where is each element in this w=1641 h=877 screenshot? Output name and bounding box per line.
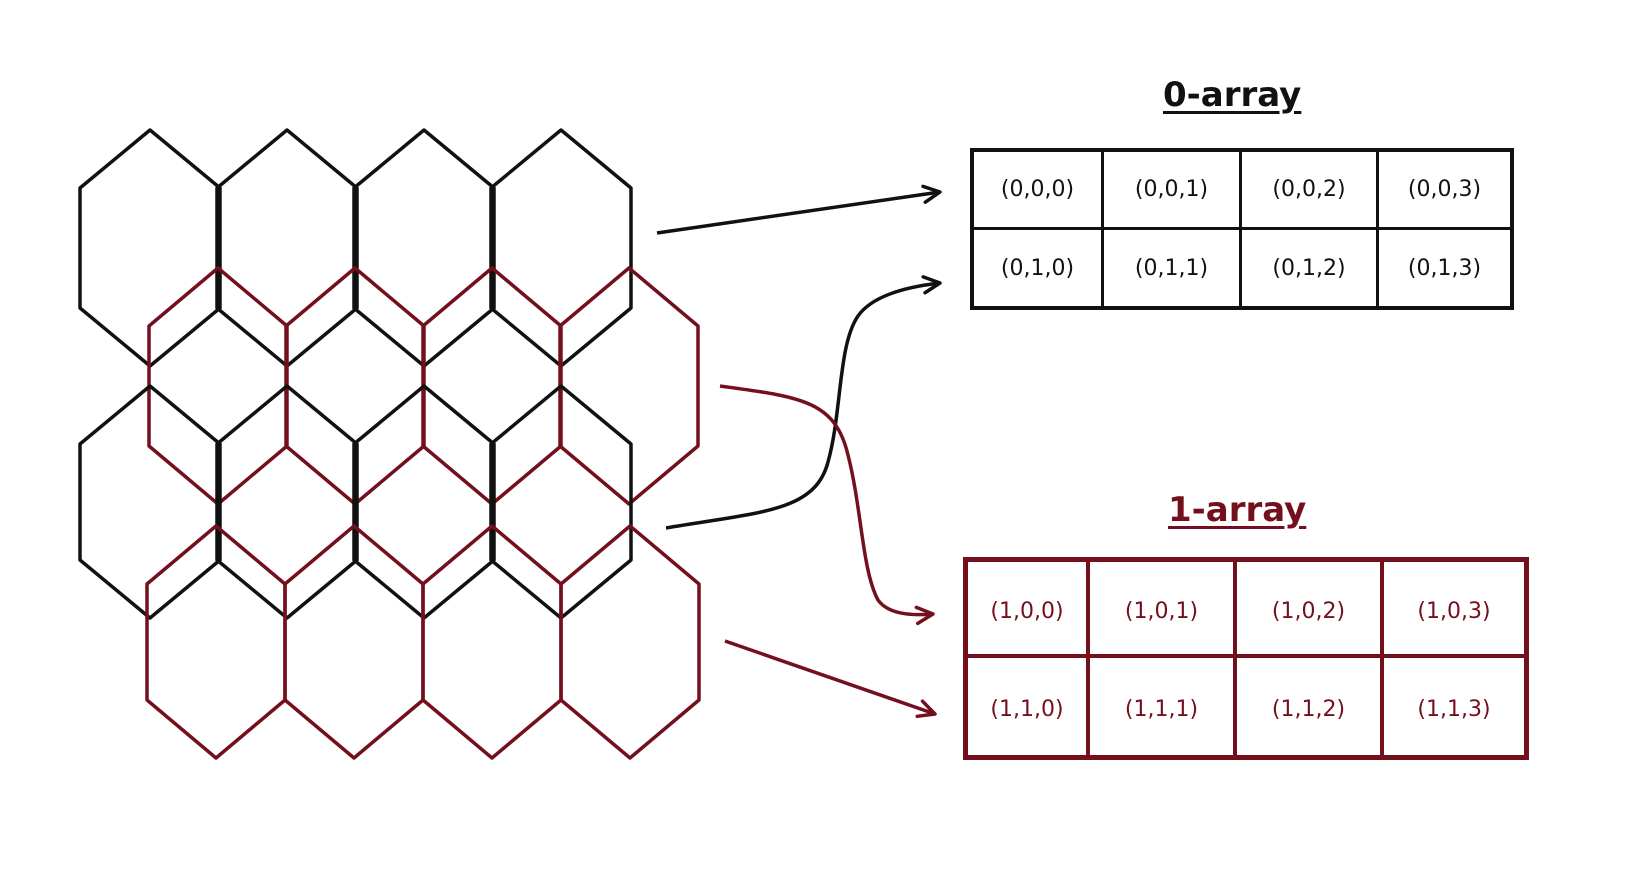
array-0-cell-1-1: (0,1,1) bbox=[1104, 230, 1242, 306]
hex-tiles bbox=[78, 128, 701, 760]
hex-tile-array-1-row-0-col-3 bbox=[558, 266, 700, 506]
array-1-cell-0-0: (1,0,0) bbox=[968, 562, 1090, 658]
arrow-hex-row-0-to-array-0-row-0 bbox=[656, 184, 942, 235]
arrow-hex-row-3-to-array-1-row-1 bbox=[724, 639, 937, 719]
mapping-arrows bbox=[656, 184, 942, 719]
hex-tile-array-0-row-1-col-0 bbox=[78, 384, 222, 620]
array-0-cell-1-3: (0,1,3) bbox=[1407, 255, 1482, 281]
arrow-hex-row-2-to-array-0-row-1 bbox=[665, 275, 942, 530]
array-1-cell-0-2: (1,0,2) bbox=[1237, 562, 1384, 658]
zero-array-table: (0,0,0)(0,0,1)(0,0,2)(0,0,3)(0,1,0)(0,1,… bbox=[970, 148, 1514, 310]
array-0-cell-0-3: (0,0,3) bbox=[1379, 152, 1510, 230]
array-1-cell-0-3: (1,0,3) bbox=[1384, 562, 1524, 658]
array-1-cell-1-3: (1,1,3) bbox=[1417, 697, 1491, 722]
one-array-table: (1,0,0)(1,0,1)(1,0,2)(1,0,3)(1,1,0)(1,1,… bbox=[963, 557, 1529, 760]
array-1-cell-1-0: (1,1,0) bbox=[968, 658, 1090, 755]
array-0-cell-0-2: (0,0,2) bbox=[1242, 152, 1379, 230]
zero-array-title: 0-array bbox=[1163, 75, 1302, 115]
array-1-cell-1-2: (1,1,2) bbox=[1237, 658, 1384, 755]
hex-tile-array-0-row-1-col-1 bbox=[215, 384, 359, 620]
arrow-hex-row-1-to-array-1-row-0 bbox=[719, 384, 935, 626]
array-1-cell-1-1: (1,1,1) bbox=[1090, 658, 1237, 755]
hex-tile-array-1-row-1-col-3 bbox=[559, 524, 701, 760]
array-1-cell-0-1: (1,0,1) bbox=[1090, 562, 1237, 658]
one-array-title: 1-array bbox=[1168, 490, 1307, 530]
array-0-cell-1-2: (0,1,2) bbox=[1242, 230, 1379, 306]
array-0-cell-1-0: (0,1,0) bbox=[974, 230, 1104, 306]
array-0-cell-0-1: (0,0,1) bbox=[1104, 152, 1242, 230]
array-0-cell-0-0: (0,0,0) bbox=[974, 152, 1104, 230]
